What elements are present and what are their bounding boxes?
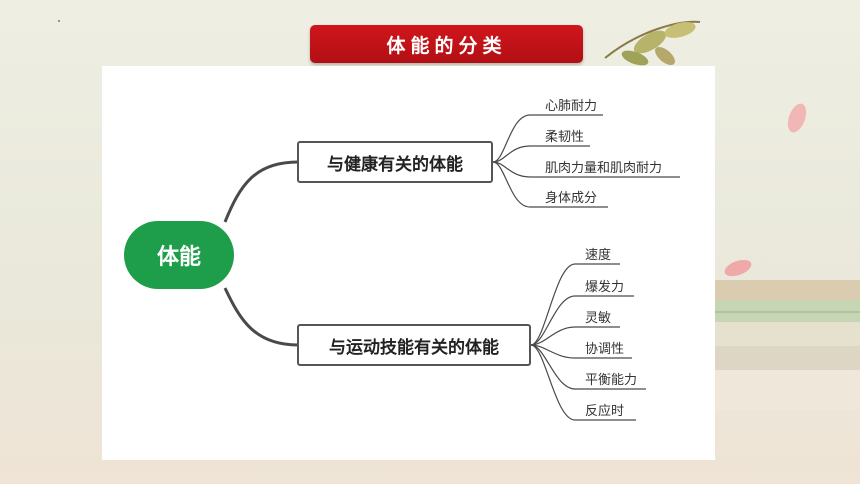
- connector-leaf-1-2: [492, 145, 590, 163]
- connector-leaf-2-1: [530, 263, 620, 346]
- petal-icon: [724, 259, 752, 277]
- connector-leaf-2-4: [530, 344, 632, 359]
- connector-leaf-1-1: [492, 114, 603, 163]
- leaf-body-composition: 身体成分: [545, 191, 598, 206]
- connector-leaf-2-2: [530, 295, 634, 346]
- books-icon: [715, 280, 860, 410]
- connector-leaf-2-5: [530, 344, 646, 390]
- leaf-reaction-time: 反应时: [585, 404, 625, 419]
- leaf-branch-icon: [604, 20, 701, 66]
- leaf-coordination: 协调性: [585, 342, 625, 357]
- branch-skill-fitness: 与运动技能有关的体能: [297, 324, 531, 366]
- petal-icon: [787, 103, 807, 133]
- leaf-muscle-strength: 肌肉力量和肌肉耐力: [545, 161, 663, 176]
- leaf-speed: 速度: [585, 248, 612, 263]
- connector-root-branch2: [223, 287, 299, 347]
- connector-leaf-1-4: [492, 161, 608, 208]
- leaf-balance: 平衡能力: [585, 373, 638, 388]
- branch-health-fitness: 与健康有关的体能: [297, 141, 493, 183]
- page-title: 体能的分类: [310, 25, 583, 63]
- leaf-cardio-endurance: 心肺耐力: [545, 99, 598, 114]
- leaf-flexibility: 柔韧性: [545, 130, 585, 145]
- decorative-dot: [58, 20, 60, 22]
- connector-leaf-2-6: [530, 344, 636, 421]
- connector-root-branch1: [223, 160, 299, 223]
- root-node: 体能: [124, 221, 234, 289]
- connector-leaf-1-3: [492, 161, 680, 178]
- connector-leaf-2-3: [530, 326, 620, 346]
- leaf-power: 爆发力: [585, 280, 625, 295]
- leaf-agility: 灵敏: [585, 311, 612, 326]
